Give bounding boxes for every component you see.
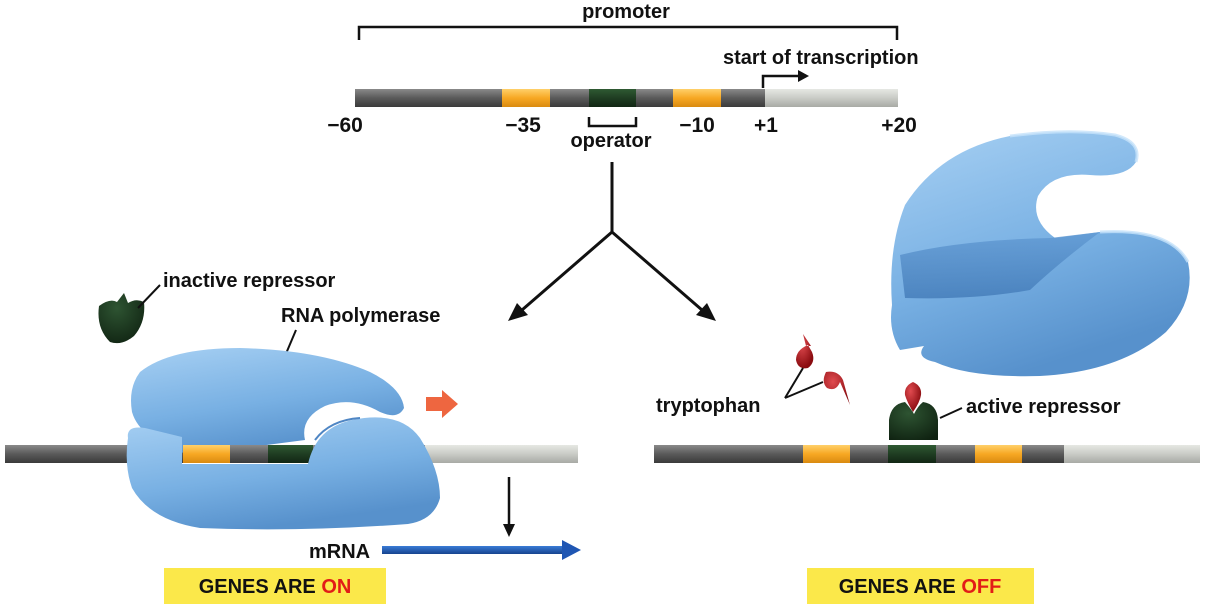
operator-label: operator (570, 130, 651, 152)
start-arrowhead (798, 70, 809, 82)
genes-off-text: GENES ARE OFF (839, 576, 1002, 598)
branch-arrowhead-left (508, 303, 528, 321)
right-minus10-box (975, 445, 1022, 463)
top-dna-strand (355, 89, 898, 107)
promoter-label: promoter (582, 1, 670, 23)
genes-on-word: ON (321, 576, 351, 598)
inactive-repressor-label: inactive repressor (163, 270, 336, 292)
active-repressor-pointer (939, 407, 963, 419)
genes-off-badge (807, 568, 1034, 604)
minus10-box (673, 89, 721, 107)
right-dna-strand (654, 445, 1200, 463)
genes-on-prefix: GENES ARE (199, 576, 322, 598)
genes-on-badge (164, 568, 386, 604)
tryptophan-pointer-1 (784, 367, 804, 399)
rna-polymerase-groove (314, 417, 361, 441)
active-repressor-label: active repressor (966, 396, 1121, 418)
branch-arrowhead-right (696, 303, 716, 321)
tick-plus20: +20 (881, 114, 917, 137)
tick-plus1: +1 (754, 114, 778, 137)
tick-minus35: −35 (505, 114, 541, 137)
left-minus35-box (183, 445, 230, 463)
genes-off-prefix: GENES ARE (839, 576, 962, 598)
right-minus35-box (803, 445, 850, 463)
inactive-repressor-pointer (137, 284, 161, 309)
start-of-transcription-arrow (761, 74, 800, 88)
tryptophan-molecule-2 (823, 371, 850, 405)
genes-on-text: GENES ARE ON (199, 576, 352, 598)
start-of-transcription-label: start of transcription (723, 47, 919, 69)
tick-minus10: −10 (679, 114, 715, 137)
mrna-label: mRNA (309, 541, 370, 563)
operator-segment (589, 89, 636, 107)
tryptophan-molecule-1 (796, 334, 814, 369)
left-operator-segment (268, 445, 313, 463)
right-operator-segment (888, 445, 936, 463)
mrna-down-arrowhead (503, 524, 515, 537)
free-rna-polymerase (891, 130, 1190, 377)
tryptophan-label: tryptophan (656, 395, 760, 417)
branch-arrows (508, 162, 716, 321)
promoter-bracket (357, 25, 899, 40)
left-genes-on-panel: inactive repressor RNA polymerase mRNA G… (5, 270, 581, 604)
genes-off-word: OFF (961, 576, 1001, 598)
tryptophan-pointer-2 (784, 381, 824, 399)
transcription-direction-arrow (426, 390, 458, 418)
right-genes-off-panel: tryptophan active repressor GENES ARE OF… (654, 130, 1200, 604)
operator-bracket (587, 117, 638, 128)
bound-tryptophan (904, 382, 922, 412)
mrna-arrowhead (562, 540, 581, 560)
rna-polymerase-label: RNA polymerase (281, 305, 440, 327)
rna-polymerase-front (126, 417, 441, 530)
mrna-strand (382, 546, 565, 554)
rna-polymerase-back (131, 348, 404, 455)
active-repressor-icon (889, 402, 938, 440)
inactive-repressor-icon (98, 293, 145, 344)
tick-minus60: −60 (327, 114, 363, 137)
minus35-box (502, 89, 550, 107)
top-promoter-panel: promoter start of transcription −60 −35 … (327, 1, 918, 152)
